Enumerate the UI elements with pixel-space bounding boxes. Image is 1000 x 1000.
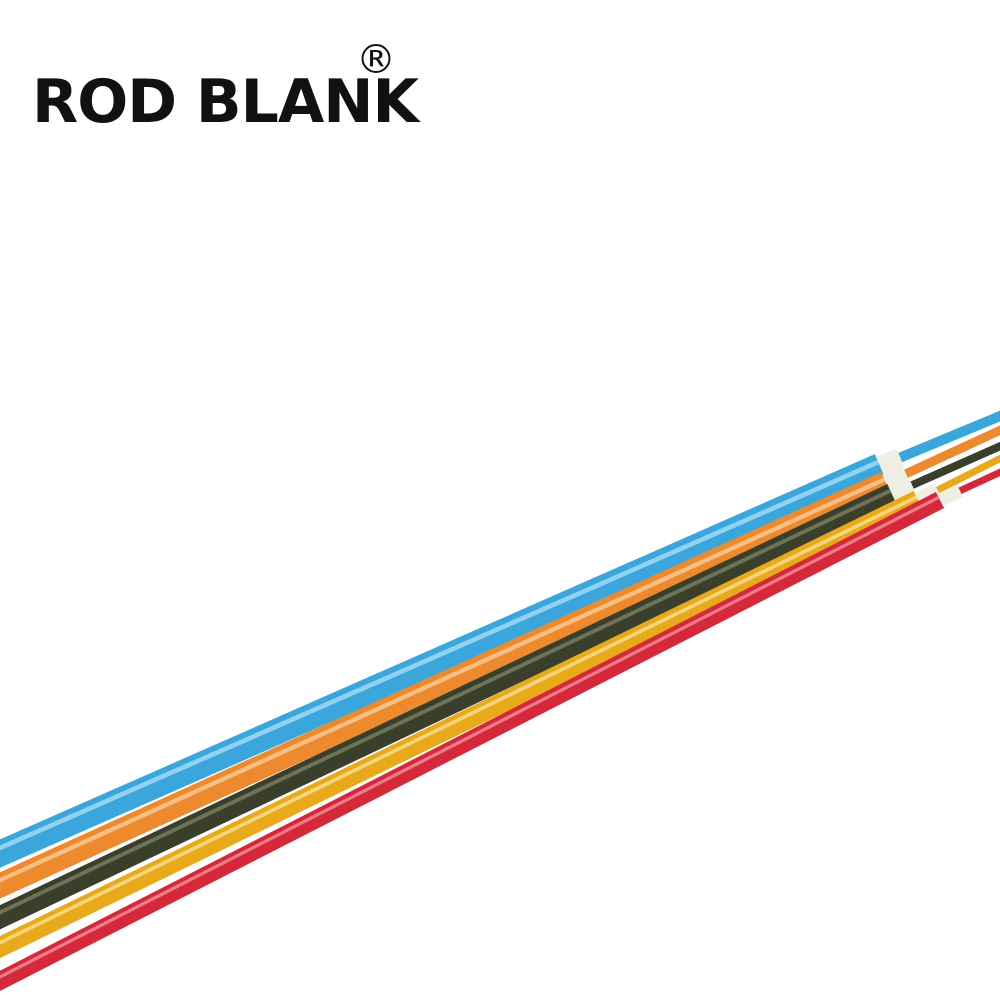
- rod-red-highlight: [0, 495, 941, 979]
- rod-orange-highlight: [0, 476, 887, 883]
- rod-dark-olive-tip: [910, 441, 1000, 489]
- rod-yellow-highlight: [0, 494, 919, 945]
- rod-dark-olive-butt: [0, 484, 897, 930]
- rod-red-ferrule: [937, 484, 963, 507]
- rod-red-butt: [0, 491, 945, 991]
- rod-blue-tip: [898, 410, 1000, 463]
- rod-blue-butt: [0, 454, 886, 868]
- registered-trademark-icon: ®: [356, 37, 396, 83]
- rod-orange-ferrule: [882, 465, 910, 492]
- rod-blue-highlight: [0, 459, 881, 851]
- rod-yellow-butt: [0, 491, 923, 959]
- rod-orange-tip: [904, 425, 1000, 478]
- rod-blue-ferrule: [876, 448, 905, 476]
- brand-logo-text: ROD BLANK: [32, 67, 419, 137]
- rod-yellow-ferrule: [914, 483, 942, 507]
- rod-red-tip: [958, 468, 1000, 494]
- rod-dark-olive-ferrule: [888, 477, 916, 502]
- rod-yellow-tip: [936, 454, 1000, 494]
- rod-orange-butt: [0, 472, 891, 899]
- rod-dark-olive-highlight: [0, 488, 893, 915]
